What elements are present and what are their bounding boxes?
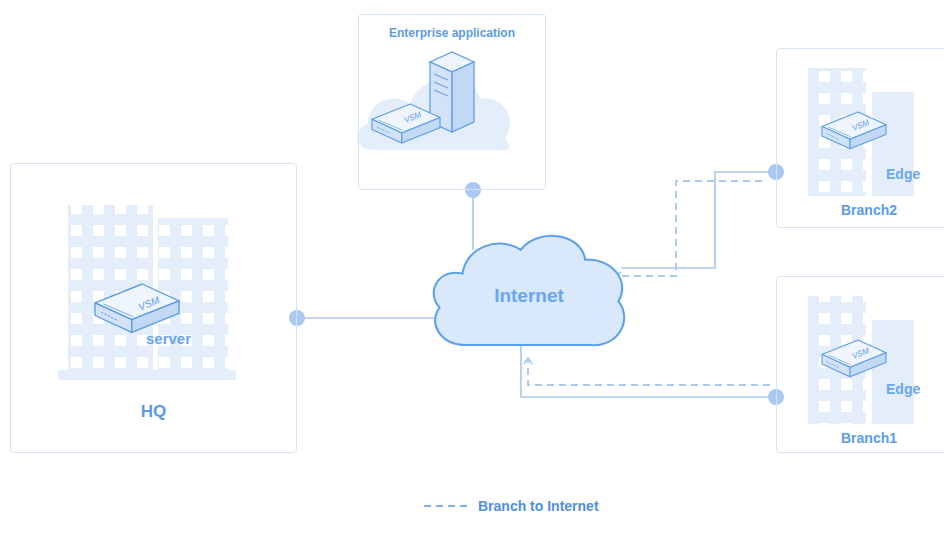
vsm-device (822, 112, 886, 149)
port-dot (465, 182, 481, 198)
vsm-device (372, 104, 440, 143)
app-box: Enterprise application (358, 14, 546, 190)
internet-cloud: Internet (425, 228, 633, 352)
vsm-device (822, 340, 886, 377)
role-label: Edge (886, 166, 920, 182)
role-label: server (146, 330, 191, 347)
box-title: Enterprise application (359, 26, 545, 40)
legend: Branch to Internet (424, 498, 599, 514)
link-line (472, 190, 474, 250)
hq-building (58, 205, 236, 380)
link-line (297, 317, 437, 319)
legend-text: Branch to Internet (478, 498, 599, 514)
branch-building (808, 296, 914, 424)
legend-sample (424, 503, 472, 509)
box-title: Branch2 (777, 202, 944, 218)
box-title: HQ (11, 402, 296, 422)
cloud-label: Internet (425, 285, 633, 307)
role-label: Edge (886, 381, 920, 397)
box-title: Branch1 (777, 430, 944, 446)
branch-box: Branch2 (776, 48, 944, 228)
port-dot (289, 310, 305, 326)
site-box: HQ (10, 163, 297, 453)
enterprise-illustration (357, 52, 510, 151)
traffic-arrow (615, 181, 762, 276)
branch-box: Branch1 (776, 276, 944, 453)
traffic-arrow (528, 358, 770, 385)
vsm-device (95, 284, 179, 332)
link-line (621, 172, 776, 268)
link-line (521, 344, 776, 397)
